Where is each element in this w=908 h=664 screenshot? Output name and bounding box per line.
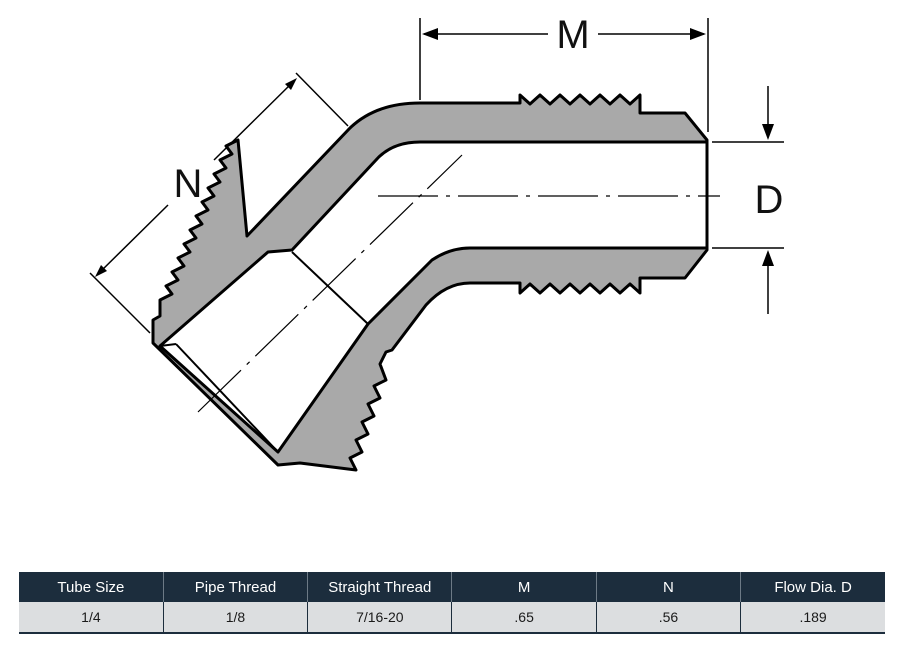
- arrow-head: [762, 124, 774, 140]
- cell-m: .65: [451, 602, 597, 634]
- n-extension-line: [89, 272, 151, 334]
- n-dimension-line: [96, 204, 169, 276]
- table-row: 1/4 1/8 7/16-20 .65 .56 .189: [19, 602, 885, 634]
- n-dimension-line: [213, 79, 296, 161]
- arrow-head: [690, 28, 706, 40]
- n-extension-line: [295, 72, 349, 127]
- table-header-row: Tube Size Pipe Thread Straight Thread M …: [19, 572, 885, 602]
- header-pipe-thread: Pipe Thread: [163, 572, 309, 602]
- header-straight-thread: Straight Thread: [307, 572, 453, 602]
- cell-n: .56: [596, 602, 742, 634]
- d-label: D: [755, 178, 784, 222]
- header-m: M: [451, 572, 597, 602]
- arrow-head: [422, 28, 438, 40]
- chamfer-line: [159, 343, 177, 347]
- n-label: N: [174, 162, 203, 206]
- header-tube-size: Tube Size: [19, 572, 164, 602]
- fitting-bore: [158, 140, 709, 454]
- m-label: M: [556, 13, 589, 57]
- cell-straight-thread: 7/16-20: [307, 602, 453, 634]
- arrow-head: [285, 78, 297, 90]
- header-flow-dia: Flow Dia. D: [740, 572, 885, 602]
- center-line: [197, 154, 463, 413]
- cell-pipe-thread: 1/8: [163, 602, 309, 634]
- cell-flow-dia: .189: [740, 602, 885, 634]
- spec-table: Tube Size Pipe Thread Straight Thread M …: [19, 572, 885, 634]
- chamfer-line: [175, 343, 279, 453]
- arrow-head: [762, 250, 774, 266]
- chamfer-line: [291, 251, 369, 325]
- header-n: N: [596, 572, 742, 602]
- cell-tube-size: 1/4: [19, 602, 164, 634]
- fitting-drawing: M N D: [89, 13, 784, 472]
- arrow-head: [95, 265, 107, 277]
